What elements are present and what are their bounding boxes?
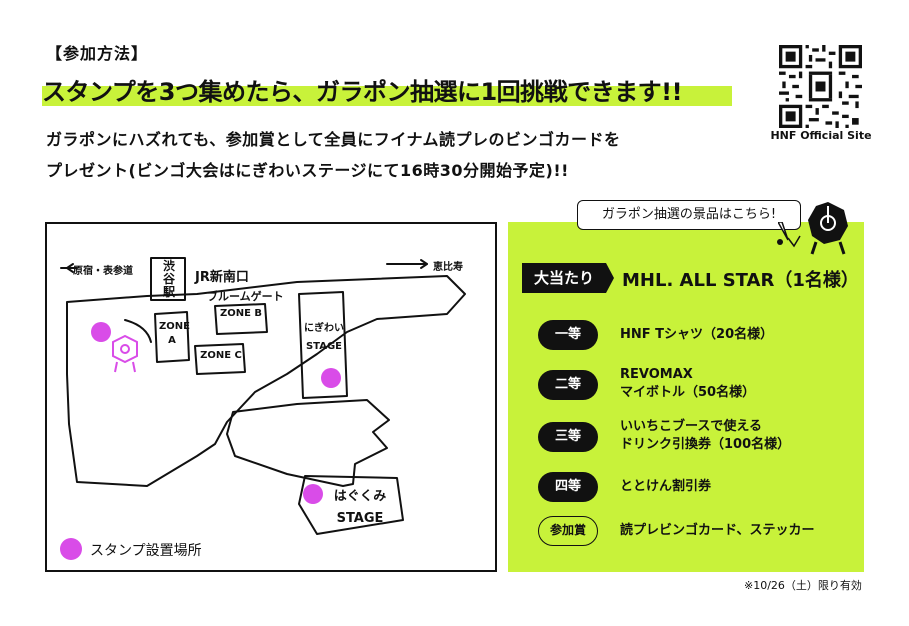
map-label-zone-a: ZONE A — [159, 321, 190, 346]
map-arrow-right-icon — [420, 259, 428, 269]
tier-2-line-1: REVOMAX — [620, 367, 693, 382]
venue-map: 原宿・表参道 渋谷駅 JR新南口 恵比寿 ブルームゲート ZONE A ZONE… — [45, 222, 497, 572]
map-zone-b-box — [214, 303, 268, 335]
map-zone-c-box — [194, 343, 246, 375]
stamp-point-1 — [91, 322, 111, 342]
grand-prize-badge-label: 大当たり — [533, 269, 594, 287]
headline-block: スタンプを3つ集めたら、ガラポン抽選に1回挑戦できます!! — [42, 72, 732, 107]
map-label-zone-b: ZONE B — [219, 308, 263, 319]
map-label-hagukumi-stage: はぐくみ STAGE — [333, 489, 387, 526]
tier-2-text: REVOMAX マイボトル（50名様） — [620, 366, 755, 402]
subtext-line-2: プレゼント(ビンゴ大会はにぎわいステージにて16時30分開始予定)!! — [46, 161, 569, 180]
tier-3-line-1: いいちこブースで使える — [620, 419, 762, 434]
map-gacha-icon — [112, 334, 138, 373]
tier-4-line-1: ととけん割引券 — [620, 479, 712, 494]
grand-prize-badge-shape — [522, 263, 614, 293]
section-label: 【参加方法】 — [46, 44, 149, 63]
map-pointer-line — [124, 319, 152, 343]
qr-code-icon[interactable] — [779, 45, 862, 128]
tier-1-line-1: HNF Tシャツ（20名様） — [620, 327, 774, 342]
subtext: ガラポンにハズれても、参加賞として全員にフイナム読プレのビンゴカードを プレゼン… — [46, 124, 746, 186]
tier-3-line-2: ドリンク引換券（100名様） — [620, 437, 791, 452]
qr-caption: HNF Official Site — [770, 129, 872, 142]
participation-badge: 参加賞 — [538, 516, 598, 546]
tier-4-text: ととけん割引券 — [620, 478, 711, 496]
tier-2-line-2: マイボトル（50名様） — [620, 385, 756, 400]
headline-highlight — [42, 86, 732, 106]
subtext-line-1: ガラポンにハズれても、参加賞として全員にフイナム読プレのビンゴカードを — [46, 130, 621, 149]
map-label-nigiwai-stage: にぎわい STAGE — [304, 323, 344, 352]
map-label-shibuya-station: 渋谷駅 — [162, 259, 175, 299]
tier-3-badge: 三等 — [538, 422, 598, 452]
headline: スタンプを3つ集めたら、ガラポン抽選に1回挑戦できます!! — [42, 78, 683, 106]
tier-1-badge: 一等 — [538, 320, 598, 350]
map-station-box — [150, 257, 186, 301]
map-label-jr-shin-minamiguchi: JR新南口 — [195, 270, 249, 285]
tier-3-text: いいちこブースで使える ドリンク引換券（100名様） — [620, 418, 790, 454]
tier-4-badge: 四等 — [538, 472, 598, 502]
map-label-zone-c: ZONE C — [200, 350, 242, 361]
map-label-bloom-gate: ブルームゲート — [207, 290, 284, 303]
map-walkway-outline — [66, 275, 466, 487]
gacha-machine-icon — [777, 202, 848, 255]
stamp-point-3 — [303, 484, 323, 504]
tier-1-text: HNF Tシャツ（20名様） — [620, 326, 773, 344]
map-label-ebisu: 恵比寿 — [433, 262, 463, 273]
legend-label: スタンプ設置場所 — [90, 543, 202, 559]
grand-prize-text: MHL. ALL STAR（1名様） — [622, 270, 859, 291]
participation-text: 読プレビンゴカード、ステッカー — [620, 522, 814, 540]
map-arrow-left-icon — [66, 263, 74, 273]
callout-tail — [778, 222, 788, 241]
map-nigiwai-stage-box — [298, 291, 348, 399]
tier-2-badge: 二等 — [538, 370, 598, 400]
participation-line-1: 読プレビンゴカード、ステッカー — [620, 523, 815, 538]
prize-callout: ガラポン抽選の景品はこちら! — [577, 200, 801, 230]
stamp-point-2 — [321, 368, 341, 388]
map-drawing — [60, 257, 466, 535]
map-zone-a-box — [154, 311, 190, 363]
map-hagukumi-stage-box — [298, 475, 404, 535]
legend-stamp-dot — [60, 538, 82, 560]
map-label-harajuku: 原宿・表参道 — [73, 266, 133, 277]
validity-note: ※10/26（土）限り有効 — [744, 579, 862, 592]
map-lower-area — [226, 399, 390, 487]
grand-prize-badge: 大当たり — [522, 263, 606, 293]
